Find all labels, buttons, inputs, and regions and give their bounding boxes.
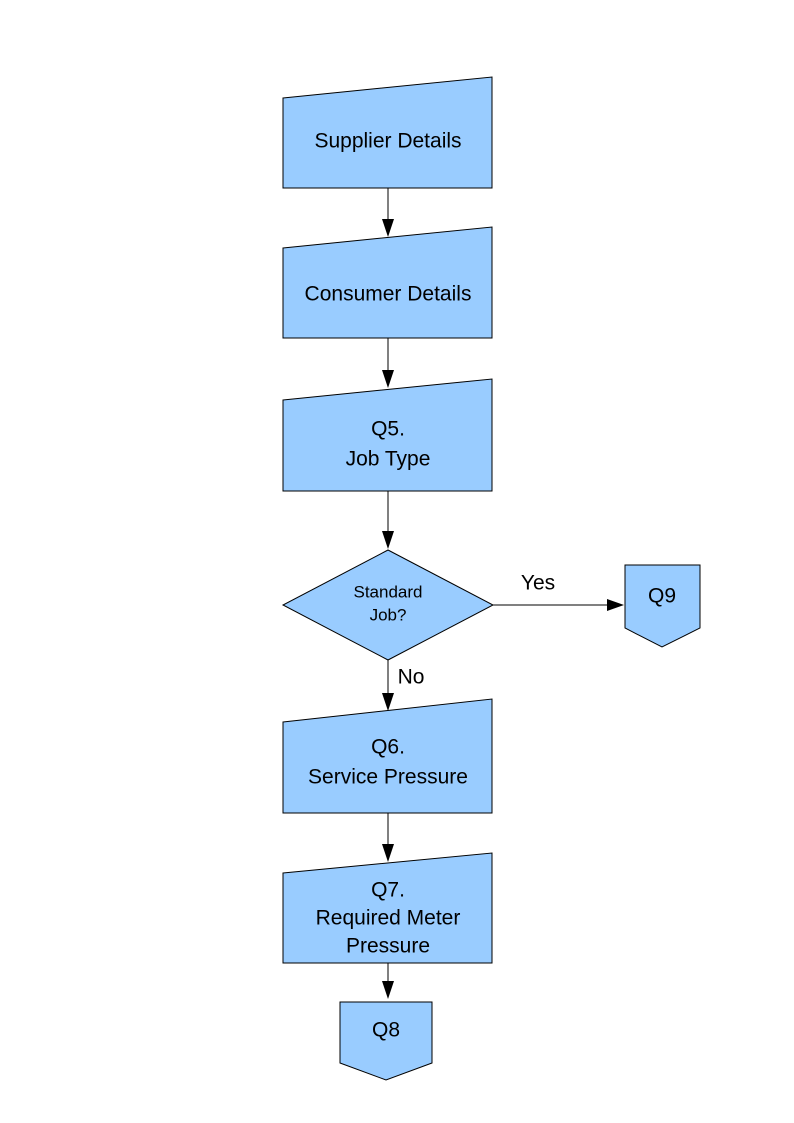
- node-q5-label-line1: Q5.: [371, 418, 405, 441]
- arrowhead-q5-to-decision: [382, 531, 394, 549]
- node-shapes: [281, 76, 701, 1081]
- connector-arrowheads: [382, 219, 624, 999]
- node-q7-label-line2: Required Meter: [316, 907, 461, 930]
- arrowhead-supplier-to-consumer: [382, 219, 394, 237]
- node-q7-label-line3: Pressure: [346, 935, 430, 958]
- node-q6-label-line1: Q6.: [371, 736, 405, 759]
- arrowhead-q7-to-q8: [382, 981, 394, 999]
- arrowhead-decision-no-to-q6: [382, 693, 394, 711]
- node-supplier-details-shape: [282, 76, 493, 189]
- node-consumer-details-shape: [282, 226, 493, 339]
- edge-label-yes: Yes: [521, 572, 555, 595]
- node-decision-label-line1: Standard: [354, 583, 423, 602]
- arrowhead-decision-yes-to-q9: [607, 599, 624, 611]
- node-q6-service-pressure-shape: [282, 698, 493, 814]
- node-q8-offpage-connector-shape: [339, 1001, 433, 1081]
- arrowhead-consumer-to-q5: [382, 370, 394, 388]
- node-decision-label-line2: Job?: [370, 606, 407, 625]
- node-q5-job-type-shape: [282, 378, 493, 492]
- node-q9-offpage-connector-shape: [624, 564, 701, 648]
- edge-label-no: No: [398, 666, 425, 689]
- node-shapes-stroke: [281, 76, 701, 1081]
- arrowhead-q6-to-q7: [382, 844, 394, 862]
- node-q8-label: Q8: [372, 1019, 400, 1042]
- connector-lines: [387, 188, 608, 983]
- node-q9-label: Q9: [648, 585, 676, 608]
- node-supplier-details-label: Supplier Details: [314, 130, 461, 153]
- node-q7-required-meter-pressure-shape: [282, 852, 493, 964]
- node-standard-job-decision-shape: [281, 549, 495, 661]
- node-q5-label-line2: Job Type: [346, 448, 431, 471]
- node-consumer-details-label: Consumer Details: [305, 283, 472, 306]
- node-q6-label-line2: Service Pressure: [308, 766, 468, 789]
- node-q7-label-line1: Q7.: [371, 879, 405, 902]
